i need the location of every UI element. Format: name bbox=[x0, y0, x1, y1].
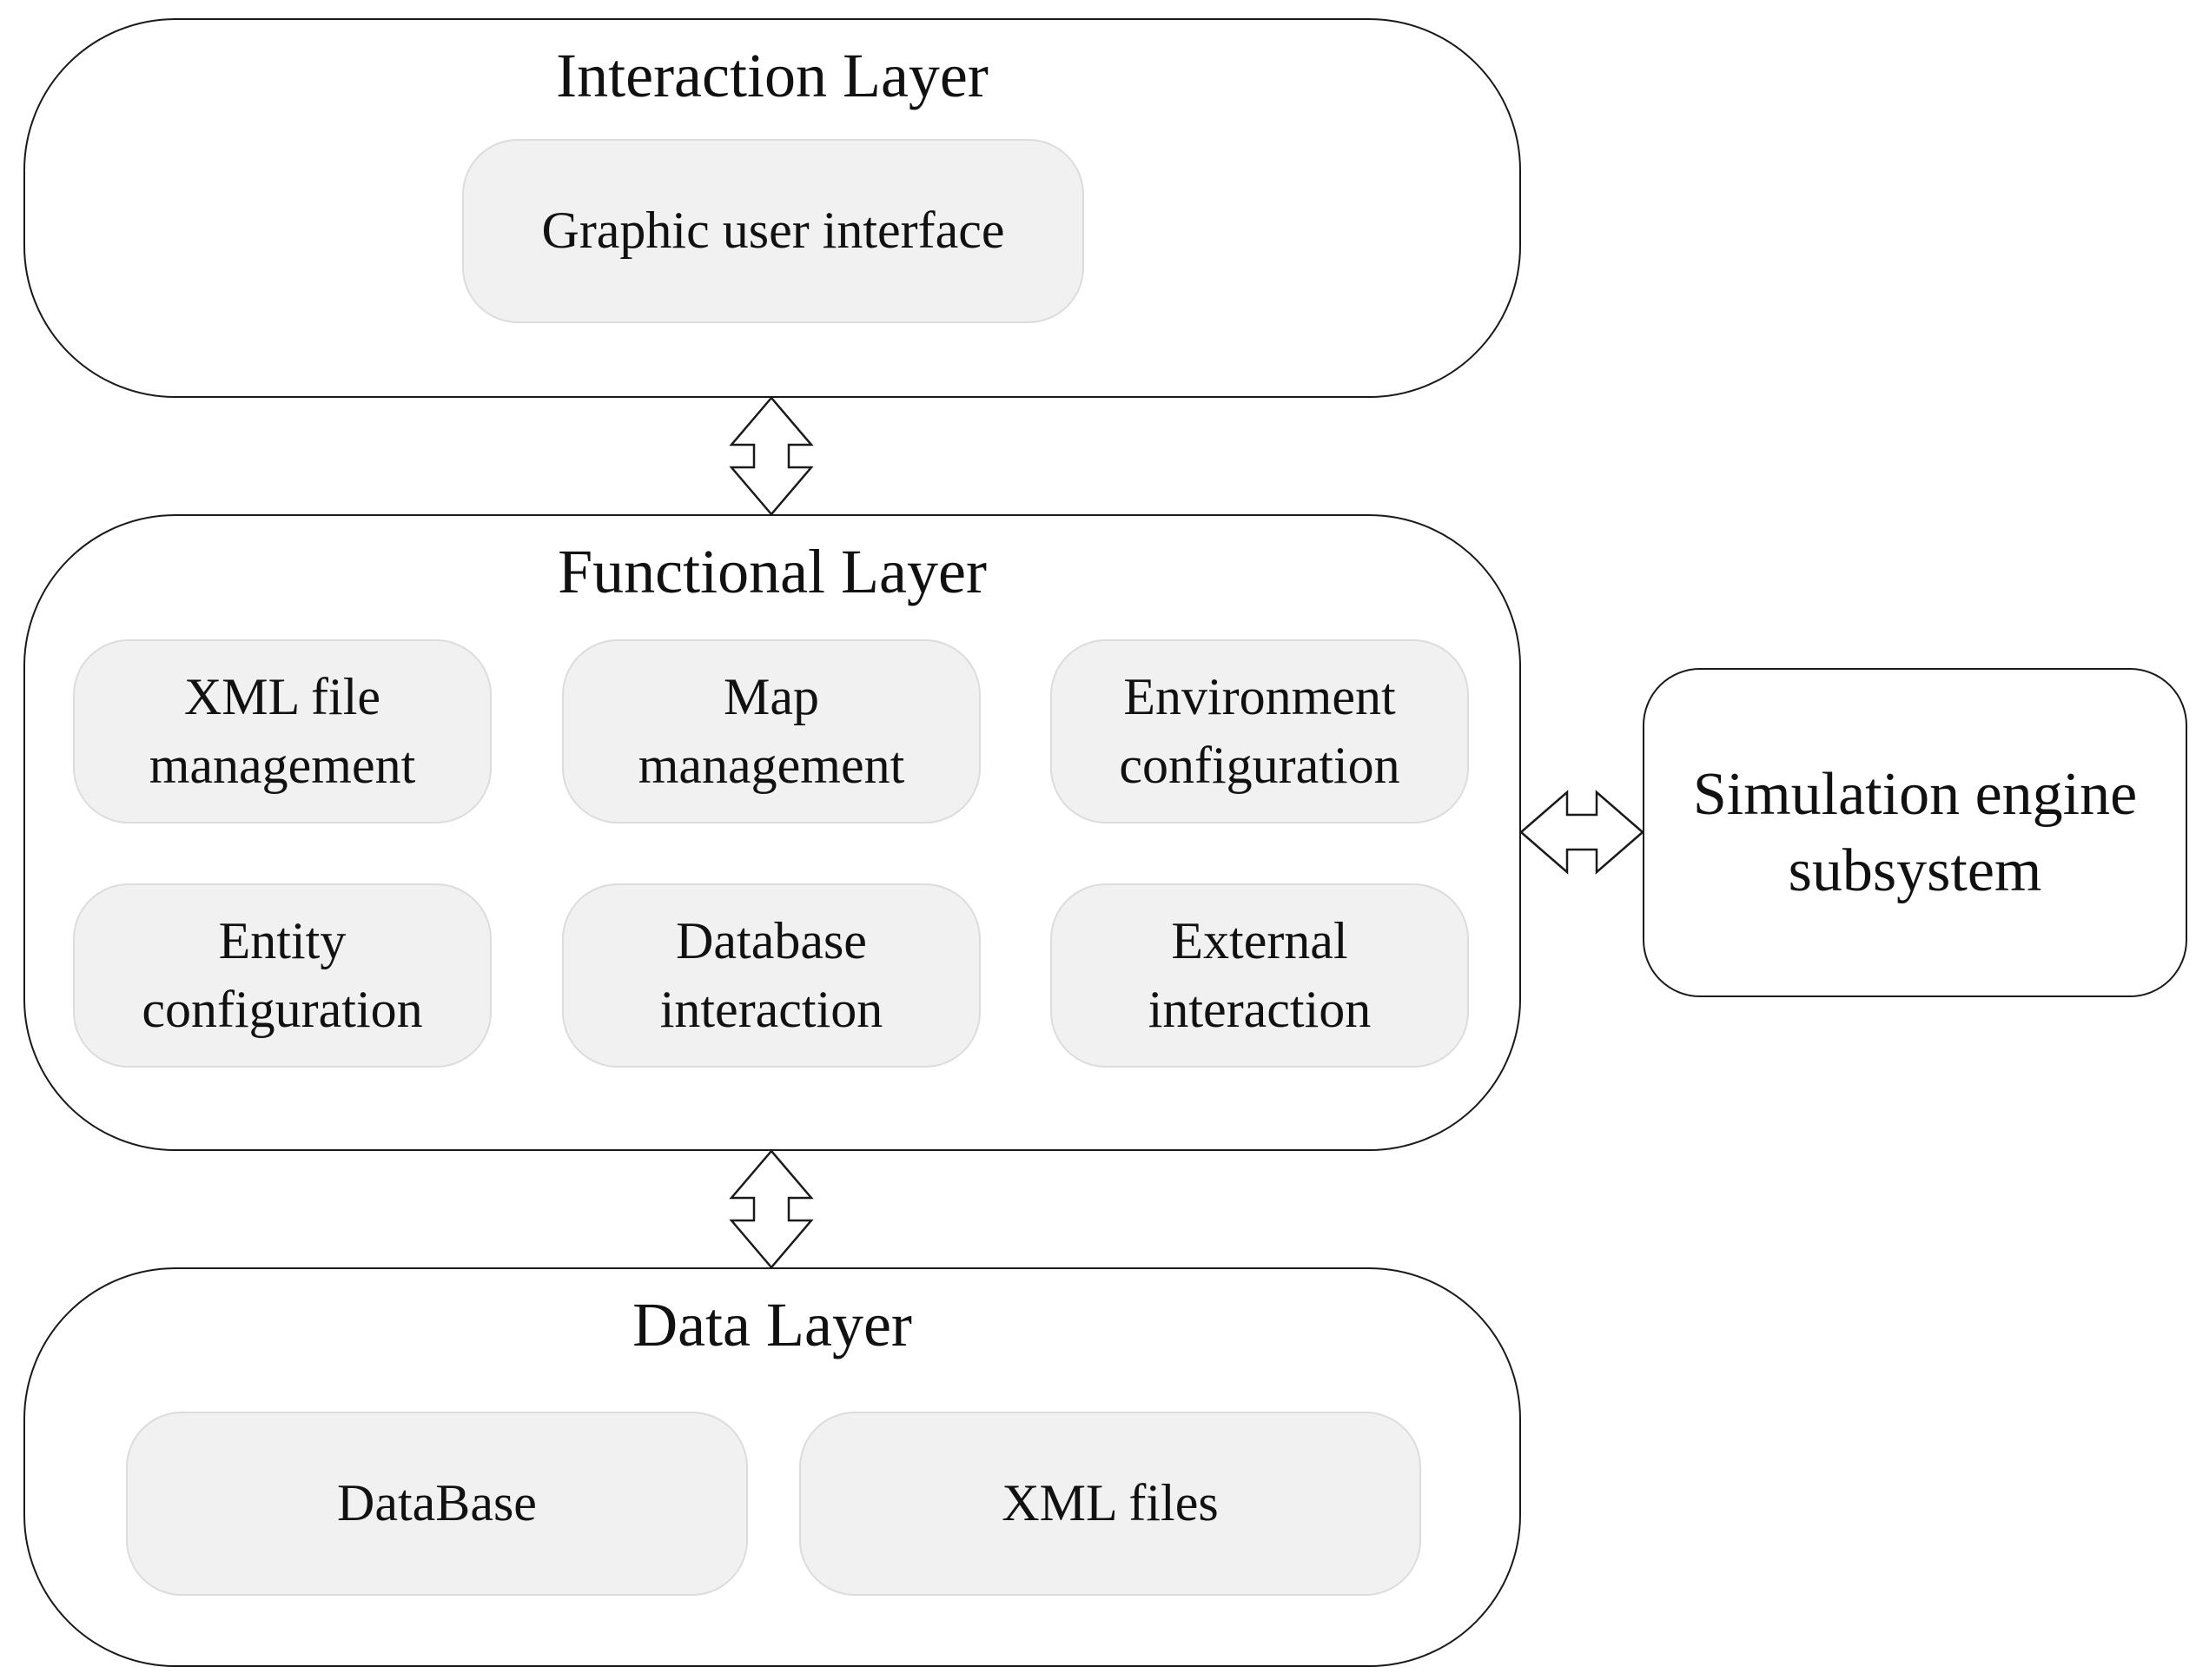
module-xml-file-management: XML file management bbox=[73, 639, 492, 823]
module-label-line1: External bbox=[1171, 911, 1348, 969]
engine-label-line1: Simulation engine bbox=[1692, 761, 2138, 828]
module-environment-configuration: Environment configuration bbox=[1050, 639, 1469, 823]
module-database-interaction: Database interaction bbox=[562, 883, 981, 1068]
module-label-line1: Entity bbox=[218, 911, 347, 969]
module-label: DataBase bbox=[337, 1474, 537, 1532]
module-label-line1: XML file bbox=[183, 667, 381, 725]
module-external-interaction: External interaction bbox=[1050, 883, 1469, 1068]
module-map-management: Map management bbox=[562, 639, 981, 823]
module-label-line2: configuration bbox=[142, 981, 423, 1038]
interaction-layer: Interaction Layer Graphic user interface bbox=[23, 18, 1521, 398]
module-label-line2: configuration bbox=[1119, 737, 1400, 794]
functional-layer-title: Functional Layer bbox=[558, 537, 987, 606]
module-xml-files: XML files bbox=[799, 1412, 1421, 1596]
module-database: DataBase bbox=[126, 1412, 748, 1596]
module-label-line2: interaction bbox=[659, 981, 883, 1038]
module-label-line2: management bbox=[638, 737, 905, 794]
data-layer: Data Layer DataBase XML files bbox=[23, 1267, 1521, 1667]
module-label-line2: management bbox=[149, 737, 416, 794]
functional-layer: Functional Layer XML file management Map… bbox=[23, 514, 1521, 1151]
interaction-layer-title: Interaction Layer bbox=[556, 41, 989, 110]
simulation-engine-subsystem: Simulation engine subsystem bbox=[1643, 668, 2187, 997]
module-label-line1: Map bbox=[724, 667, 819, 725]
module-label-line2: interaction bbox=[1148, 981, 1372, 1038]
module-label-line1: Database bbox=[676, 911, 867, 969]
engine-label-line2: subsystem bbox=[1788, 837, 2042, 904]
module-graphic-user-interface: Graphic user interface bbox=[462, 139, 1084, 323]
module-label-line1: Environment bbox=[1123, 667, 1396, 725]
module-label: XML files bbox=[1002, 1474, 1219, 1532]
module-label: Graphic user interface bbox=[541, 202, 1005, 260]
data-layer-title: Data Layer bbox=[632, 1290, 912, 1359]
module-entity-configuration: Entity configuration bbox=[73, 883, 492, 1068]
